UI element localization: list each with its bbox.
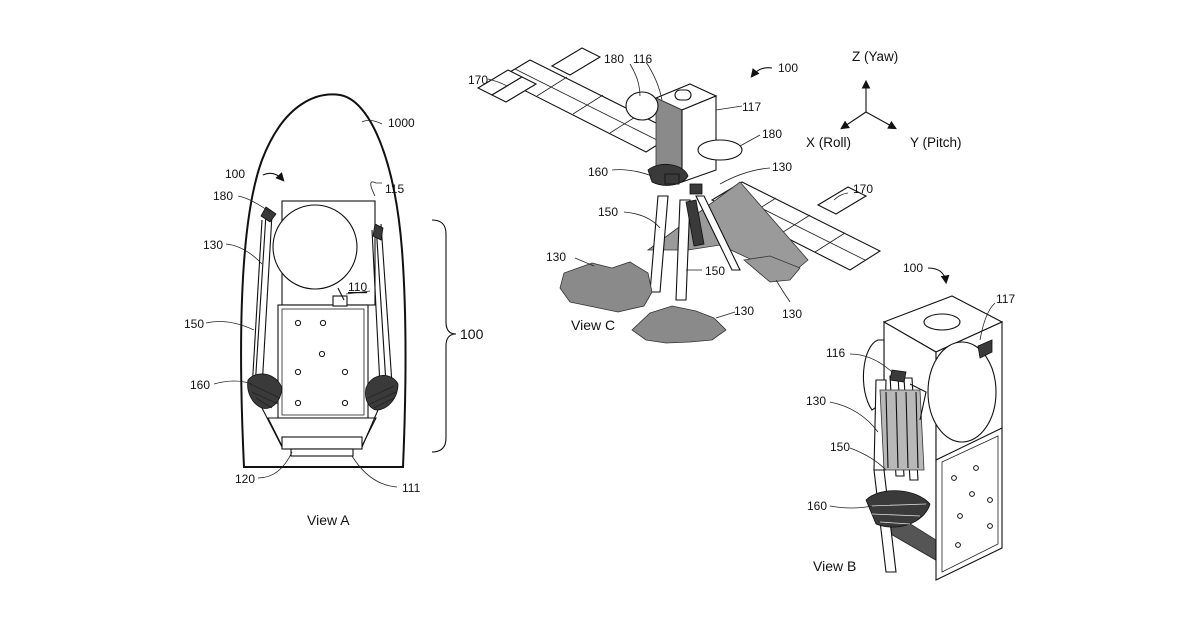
mesh-reflector-bottom: [632, 306, 726, 343]
label-150-view-a: 150: [184, 317, 204, 331]
bus-b-top-port: [924, 314, 960, 330]
y-axis-arrow: [866, 112, 895, 128]
label-116-view-b: 116: [826, 346, 845, 360]
label-130-view-c-left: 130: [546, 250, 566, 264]
label-130-view-b: 130: [806, 394, 826, 408]
label-180-view-c-lower: 180: [762, 127, 782, 141]
label-116-view-c: 116: [633, 52, 652, 66]
label-100-view-b: 100: [903, 261, 923, 275]
reflector-c-upper: [626, 92, 658, 120]
bus-c-top-hole: [675, 90, 691, 100]
label-170-view-c-left: 170: [468, 73, 488, 87]
reflector-b: [928, 342, 996, 442]
x-axis-arrow: [842, 112, 866, 128]
label-130-view-c-right: 130: [782, 307, 802, 321]
view-c-drawing: [478, 48, 880, 343]
label-150-view-c-upper: 150: [598, 205, 618, 219]
label-100-view-a: 100: [225, 167, 245, 181]
assembly-brace: [432, 220, 456, 452]
label-100-view-c: 100: [778, 61, 798, 75]
label-160-view-a: 160: [190, 378, 210, 392]
label-170-view-c-right: 170: [853, 182, 873, 196]
mesh-reflector-left: [560, 262, 652, 312]
reflector-antenna: [273, 205, 357, 289]
view-a-caption: View A: [307, 512, 350, 528]
label-110: 110: [348, 280, 367, 294]
view-b-caption: View B: [813, 558, 856, 574]
reflector-c-lower: [698, 140, 742, 160]
stowed-boom-left: [252, 207, 276, 390]
view-a-drawing: [206, 94, 456, 487]
view-c-caption: View C: [571, 317, 615, 333]
axis-label-z: Z (Yaw): [852, 49, 898, 64]
bus-c-face-117: [682, 96, 716, 182]
label-180-view-c-upper: 180: [604, 52, 624, 66]
label-180-view-a: 180: [213, 189, 233, 203]
view-b-drawing: [830, 268, 1002, 580]
coordinate-axes: [842, 82, 895, 128]
label-160-view-c: 160: [588, 165, 608, 179]
label-130-view-c-bottom: 130: [734, 304, 754, 318]
launch-adapter-120: [282, 437, 362, 449]
label-100-brace: 100: [460, 326, 484, 342]
label-130-view-a: 130: [203, 238, 223, 252]
label-1000: 1000: [388, 116, 415, 130]
axis-label-x: X (Roll): [806, 135, 851, 150]
label-117-view-c: 117: [742, 100, 761, 114]
stowed-reflector-right: [365, 375, 398, 410]
axis-label-y: Y (Pitch): [910, 135, 962, 150]
label-160-view-b: 160: [807, 499, 827, 513]
label-115: 115: [385, 182, 404, 196]
label-117-view-b: 117: [996, 292, 1015, 306]
label-120: 120: [235, 472, 255, 486]
label-111: 111: [402, 481, 421, 495]
label-150-view-b: 150: [830, 440, 850, 454]
label-130-view-c-upper: 130: [772, 160, 792, 174]
label-150-view-c-lower: 150: [705, 264, 725, 278]
